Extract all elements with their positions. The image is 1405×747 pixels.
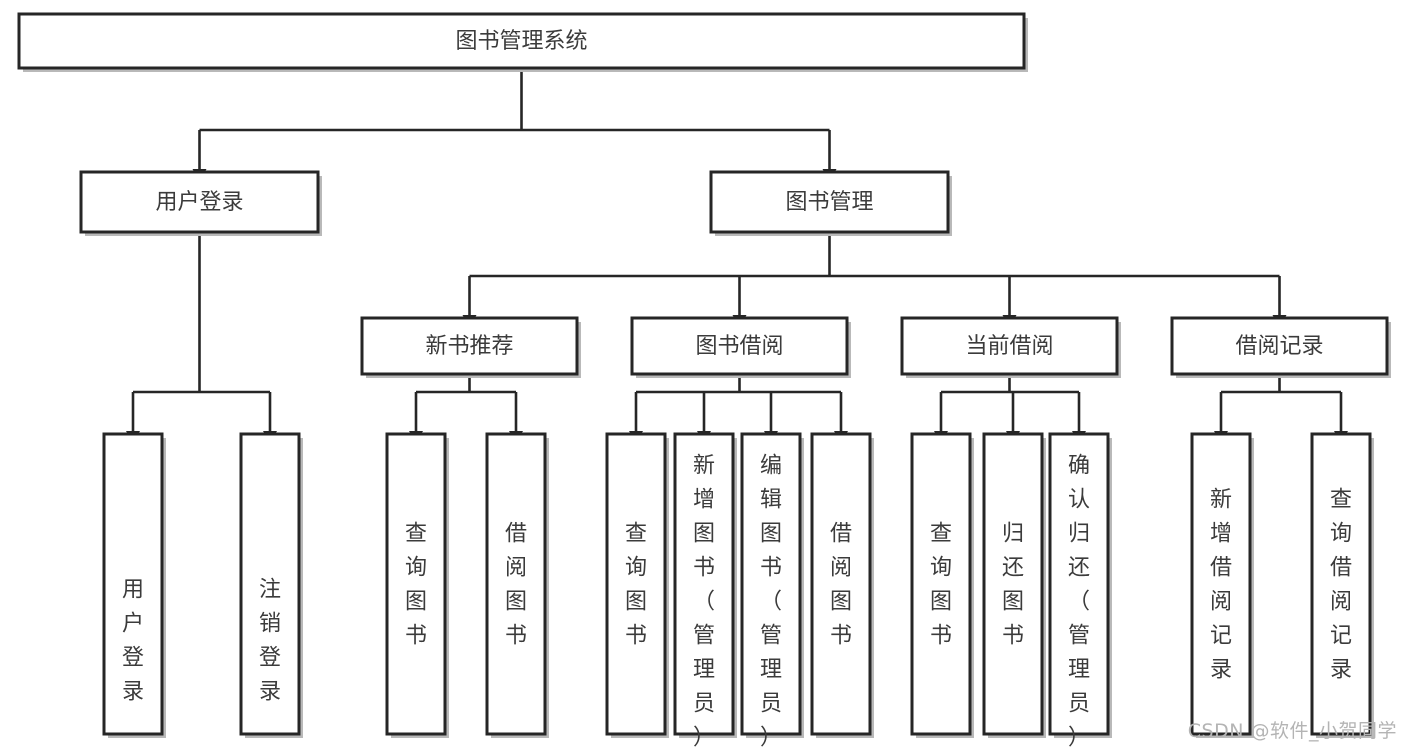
node-label: 查询图书 <box>625 521 647 648</box>
node-label: 图书借阅 <box>695 334 783 359</box>
node-leaf-user-login[interactable]: 用户登录 <box>102 432 166 738</box>
node-leaf-logout[interactable]: 注销登录 <box>239 432 303 738</box>
node-label: 注销登录 <box>259 577 281 704</box>
node-label: 用户登录 <box>155 190 243 215</box>
node-label: 新增图书（管理员） <box>693 453 715 747</box>
node-label: 查询图书 <box>405 521 427 648</box>
node-label: 借阅图书 <box>505 521 527 648</box>
node-leaf-add-book[interactable]: 新增图书（管理员） <box>673 432 737 747</box>
node-label: 归还图书 <box>1002 521 1024 648</box>
node-user-login[interactable]: 用户登录 <box>79 170 322 236</box>
node-current-borrow[interactable]: 当前借阅 <box>900 316 1121 378</box>
node-root[interactable]: 图书管理系统 <box>17 12 1028 72</box>
node-leaf-query-book-borrow[interactable]: 查询图书 <box>605 432 669 738</box>
edge-userlogin-to-leaves <box>126 232 277 443</box>
node-label: 新书推荐 <box>425 334 513 359</box>
node-label: 图书管理系统 <box>455 29 587 54</box>
node-new-book-recommend[interactable]: 新书推荐 <box>360 316 581 378</box>
node-leaf-return-book[interactable]: 归还图书 <box>982 432 1046 738</box>
edge-record-to-leaves <box>1214 374 1348 443</box>
node-borrow-record[interactable]: 借阅记录 <box>1170 316 1391 378</box>
node-label: 确认归还（管理员） <box>1068 453 1090 747</box>
edge-recommend-to-leaves <box>409 374 523 443</box>
node-label: 查询图书 <box>930 521 952 648</box>
nodes-layer: 图书管理系统用户登录图书管理新书推荐图书借阅当前借阅借阅记录用户登录注销登录查询… <box>17 12 1391 747</box>
node-leaf-query-borrow-record[interactable]: 查询借阅记录 <box>1310 432 1374 738</box>
edge-bookmgmt-to-level3 <box>462 232 1287 327</box>
node-label: 借阅记录 <box>1235 334 1323 359</box>
node-label: 新增借阅记录 <box>1210 487 1232 682</box>
node-book-borrow[interactable]: 图书借阅 <box>630 316 851 378</box>
node-label: 用户登录 <box>122 577 144 704</box>
node-leaf-confirm-return[interactable]: 确认归还（管理员） <box>1048 432 1112 747</box>
node-label: 借阅图书 <box>830 521 852 648</box>
node-label: 查询借阅记录 <box>1330 487 1352 682</box>
node-leaf-borrow-book[interactable]: 借阅图书 <box>810 432 874 738</box>
node-leaf-edit-book[interactable]: 编辑图书（管理员） <box>740 432 804 747</box>
node-label: 当前借阅 <box>965 334 1053 359</box>
node-leaf-query-book-current[interactable]: 查询图书 <box>910 432 974 738</box>
node-label: 编辑图书（管理员） <box>760 453 782 747</box>
node-label: 图书管理 <box>785 190 873 215</box>
edge-borrow-to-leaves <box>629 374 848 443</box>
edges-layer <box>126 68 1348 443</box>
node-leaf-query-book-recommend[interactable]: 查询图书 <box>385 432 449 738</box>
edge-current-to-leaves <box>934 374 1086 443</box>
edge-root-to-level2 <box>192 68 837 181</box>
node-leaf-add-borrow-record[interactable]: 新增借阅记录 <box>1190 432 1254 738</box>
node-book-management[interactable]: 图书管理 <box>709 170 952 236</box>
node-leaf-borrow-book-recommend[interactable]: 借阅图书 <box>485 432 549 738</box>
